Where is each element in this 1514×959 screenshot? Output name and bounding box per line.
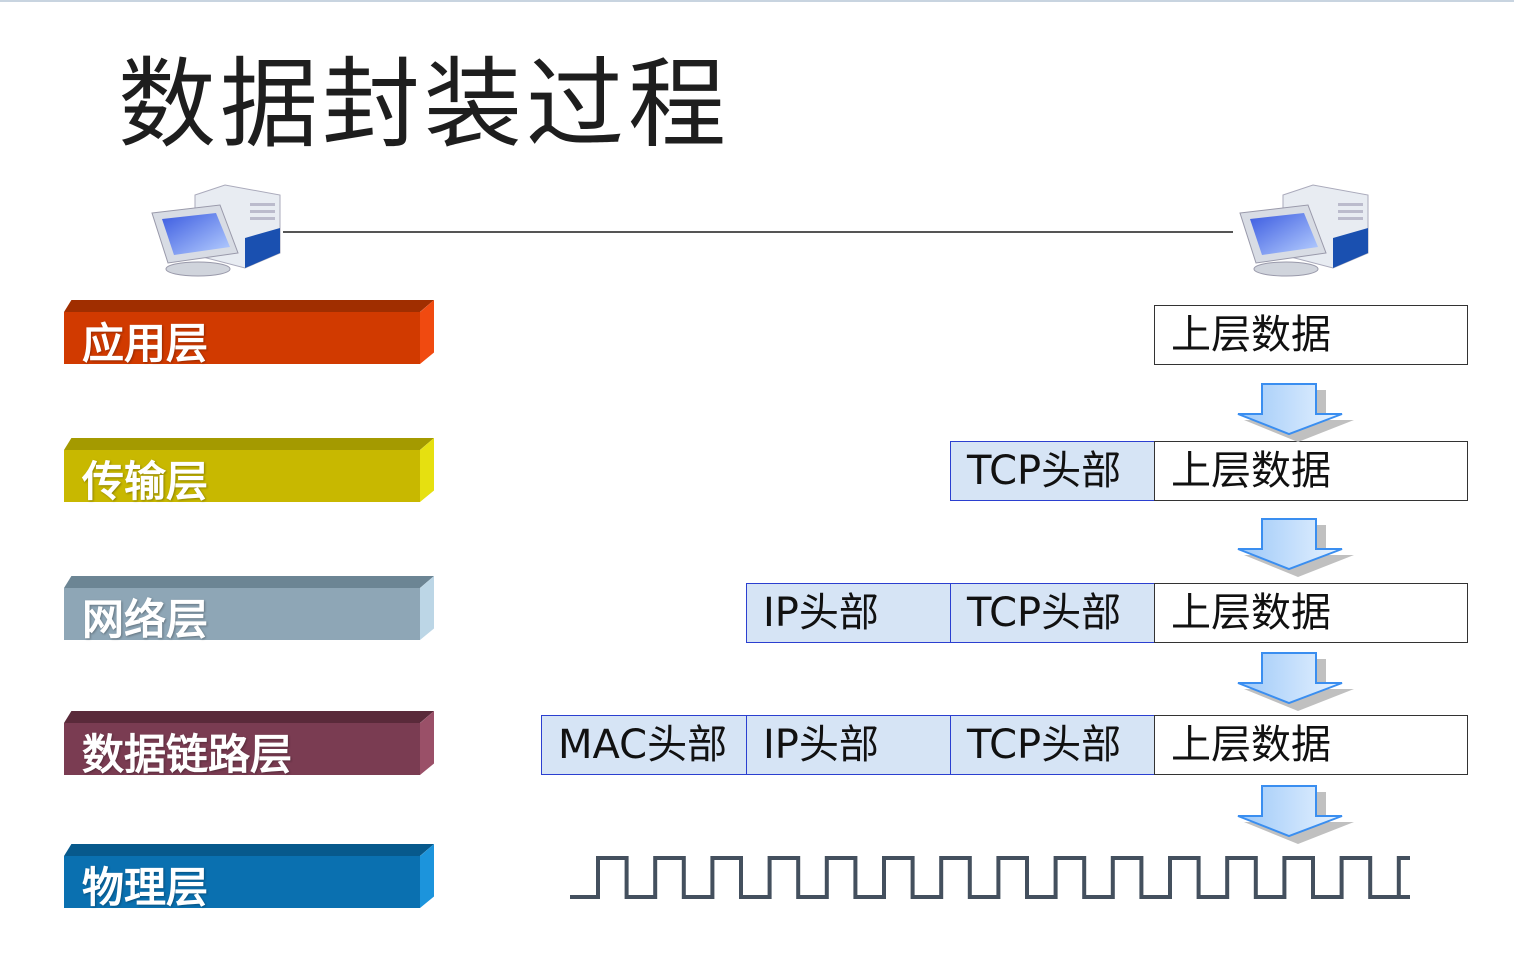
computer-icon — [151, 184, 281, 277]
bar-top — [64, 438, 434, 450]
upper-data-cell: 上层数据 — [1154, 715, 1468, 775]
layer-label: 应用层 — [82, 319, 209, 368]
computer-icon — [1239, 184, 1369, 277]
tcp-header-cell: TCP头部 — [950, 715, 1155, 775]
layer-transport: 传输层 — [64, 438, 434, 506]
bar-side — [420, 711, 434, 775]
square-wave-signal — [570, 856, 1410, 899]
upper-data-cell: 上层数据 — [1154, 583, 1468, 643]
page-title: 数据封装过程 — [118, 48, 731, 162]
tcp-header-cell: TCP头部 — [950, 441, 1155, 501]
upper-data-cell: 上层数据 — [1154, 441, 1468, 501]
layer-application: 应用层 — [64, 300, 434, 368]
ip-header-cell: IP头部 — [746, 715, 951, 775]
upper-data-cell: 上层数据 — [1154, 305, 1468, 365]
layer-datalink: 数据链路层 — [64, 711, 434, 779]
bar-front — [64, 588, 420, 640]
arrow-down-icon — [1237, 383, 1354, 442]
bar-top — [64, 300, 434, 312]
layer-label: 物理层 — [82, 863, 209, 912]
layer-label: 数据链路层 — [82, 730, 293, 779]
top-border — [0, 0, 1514, 2]
bar-side — [420, 300, 434, 364]
layer-physical: 物理层 — [64, 844, 434, 912]
arrow-down-icon — [1237, 785, 1354, 844]
arrow-down-icon — [1237, 652, 1354, 711]
bar-side — [420, 576, 434, 640]
arrow-down-icon — [1237, 518, 1354, 577]
bar-front — [64, 312, 420, 364]
network-link — [283, 231, 1233, 233]
bar-top — [64, 844, 434, 856]
bar-front — [64, 856, 420, 908]
bar-side — [420, 438, 434, 502]
bar-top — [64, 576, 434, 588]
layer-network: 网络层 — [64, 576, 434, 644]
ip-header-cell: IP头部 — [746, 583, 951, 643]
bar-front — [64, 450, 420, 502]
bar-side — [420, 844, 434, 908]
bar-front — [64, 723, 420, 775]
bar-top — [64, 711, 434, 723]
tcp-header-cell: TCP头部 — [950, 583, 1155, 643]
layer-label: 网络层 — [82, 595, 209, 644]
layer-label: 传输层 — [82, 457, 209, 506]
mac-header-cell: MAC头部 — [541, 715, 747, 775]
square-wave — [570, 856, 1410, 899]
